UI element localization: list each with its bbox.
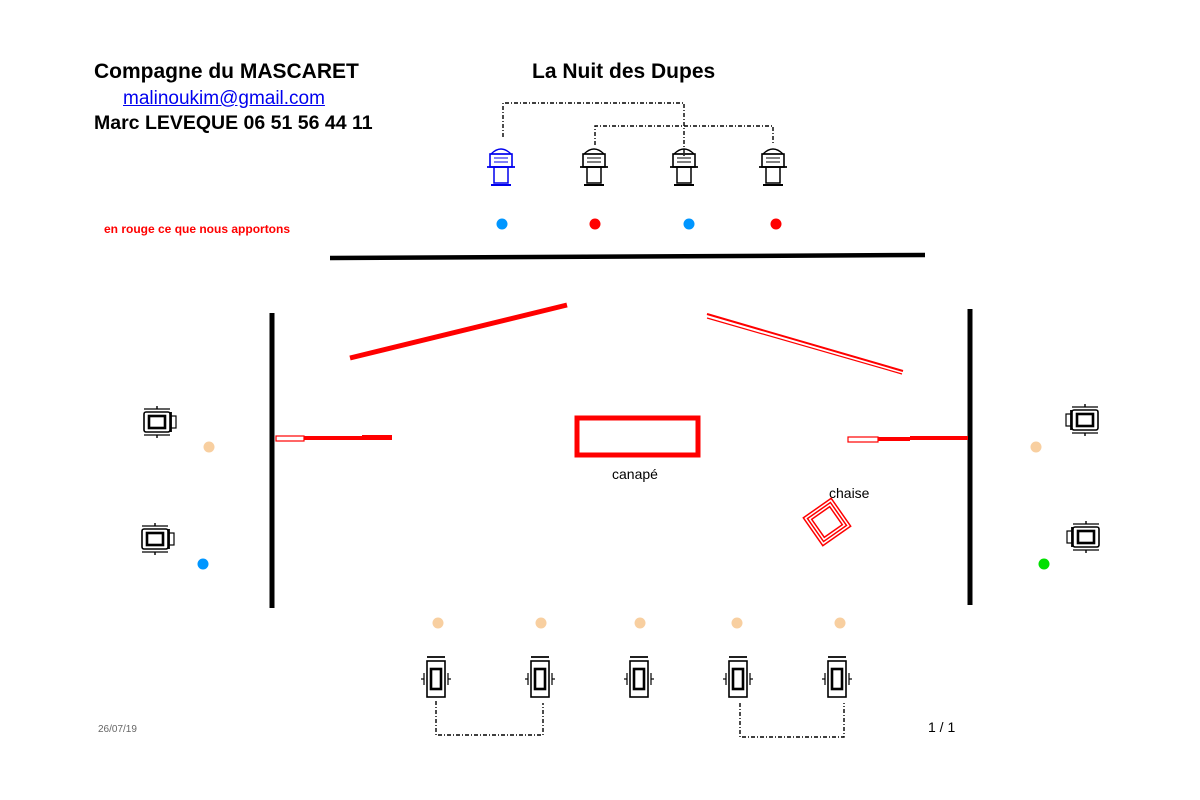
canape: [574, 415, 701, 458]
stage-light-icon: [721, 655, 755, 699]
peach-dot: [731, 617, 743, 629]
red-flat-right: [706, 313, 904, 372]
peach-dot: [432, 617, 444, 629]
stage-light-icon: [1064, 402, 1100, 438]
bottom-cable-1: [435, 701, 544, 736]
bottom-cable-2: [739, 703, 845, 738]
stage-light-icon: [622, 655, 656, 699]
blue-dot: [496, 218, 508, 230]
stage-light-icon: [486, 148, 516, 186]
stage-light-icon: [140, 521, 176, 557]
blue-dot: [683, 218, 695, 230]
legend-note: en rouge ce que nous apportons: [104, 222, 291, 236]
blue-dot: [197, 558, 209, 570]
red-piece-right: [910, 436, 968, 440]
red-dot: [589, 218, 601, 230]
red-flat-right: [706, 317, 903, 375]
red-flat-left: [349, 302, 568, 361]
company-name: Compagne du MASCARET: [94, 60, 359, 83]
red-dot: [770, 218, 782, 230]
green-dot: [1038, 558, 1050, 570]
peach-dot: [203, 441, 215, 453]
date-stamp: 26/07/19: [98, 724, 137, 735]
chaise-label: chaise: [829, 485, 870, 501]
peach-dot: [535, 617, 547, 629]
red-piece-right: [847, 436, 879, 443]
stage-light-icon: [758, 148, 788, 186]
back-wall: [329, 252, 926, 261]
contact-info: Marc LEVEQUE 06 51 56 44 11: [94, 112, 373, 134]
email-link[interactable]: malinoukim@gmail.com: [123, 88, 325, 109]
stage-light-icon: [1065, 519, 1101, 555]
stage-light-icon: [523, 655, 557, 699]
page-number: 1 / 1: [928, 719, 956, 735]
stage-light-icon: [579, 148, 609, 186]
red-piece-right: [878, 437, 910, 441]
red-piece-left: [362, 435, 392, 440]
red-piece-left: [275, 435, 305, 442]
stage-light-icon: [669, 148, 699, 186]
peach-dot: [634, 617, 646, 629]
canape-label: canapé: [612, 466, 658, 482]
peach-dot: [1030, 441, 1042, 453]
stage-light-icon: [142, 404, 178, 440]
red-piece-left: [304, 436, 362, 440]
stage-light-icon: [419, 655, 453, 699]
top-cable-2: [594, 125, 774, 145]
stage-light-icon: [820, 655, 854, 699]
top-cable-1: [502, 102, 685, 158]
show-title: La Nuit des Dupes: [532, 60, 716, 83]
peach-dot: [834, 617, 846, 629]
chaise: [802, 497, 852, 547]
